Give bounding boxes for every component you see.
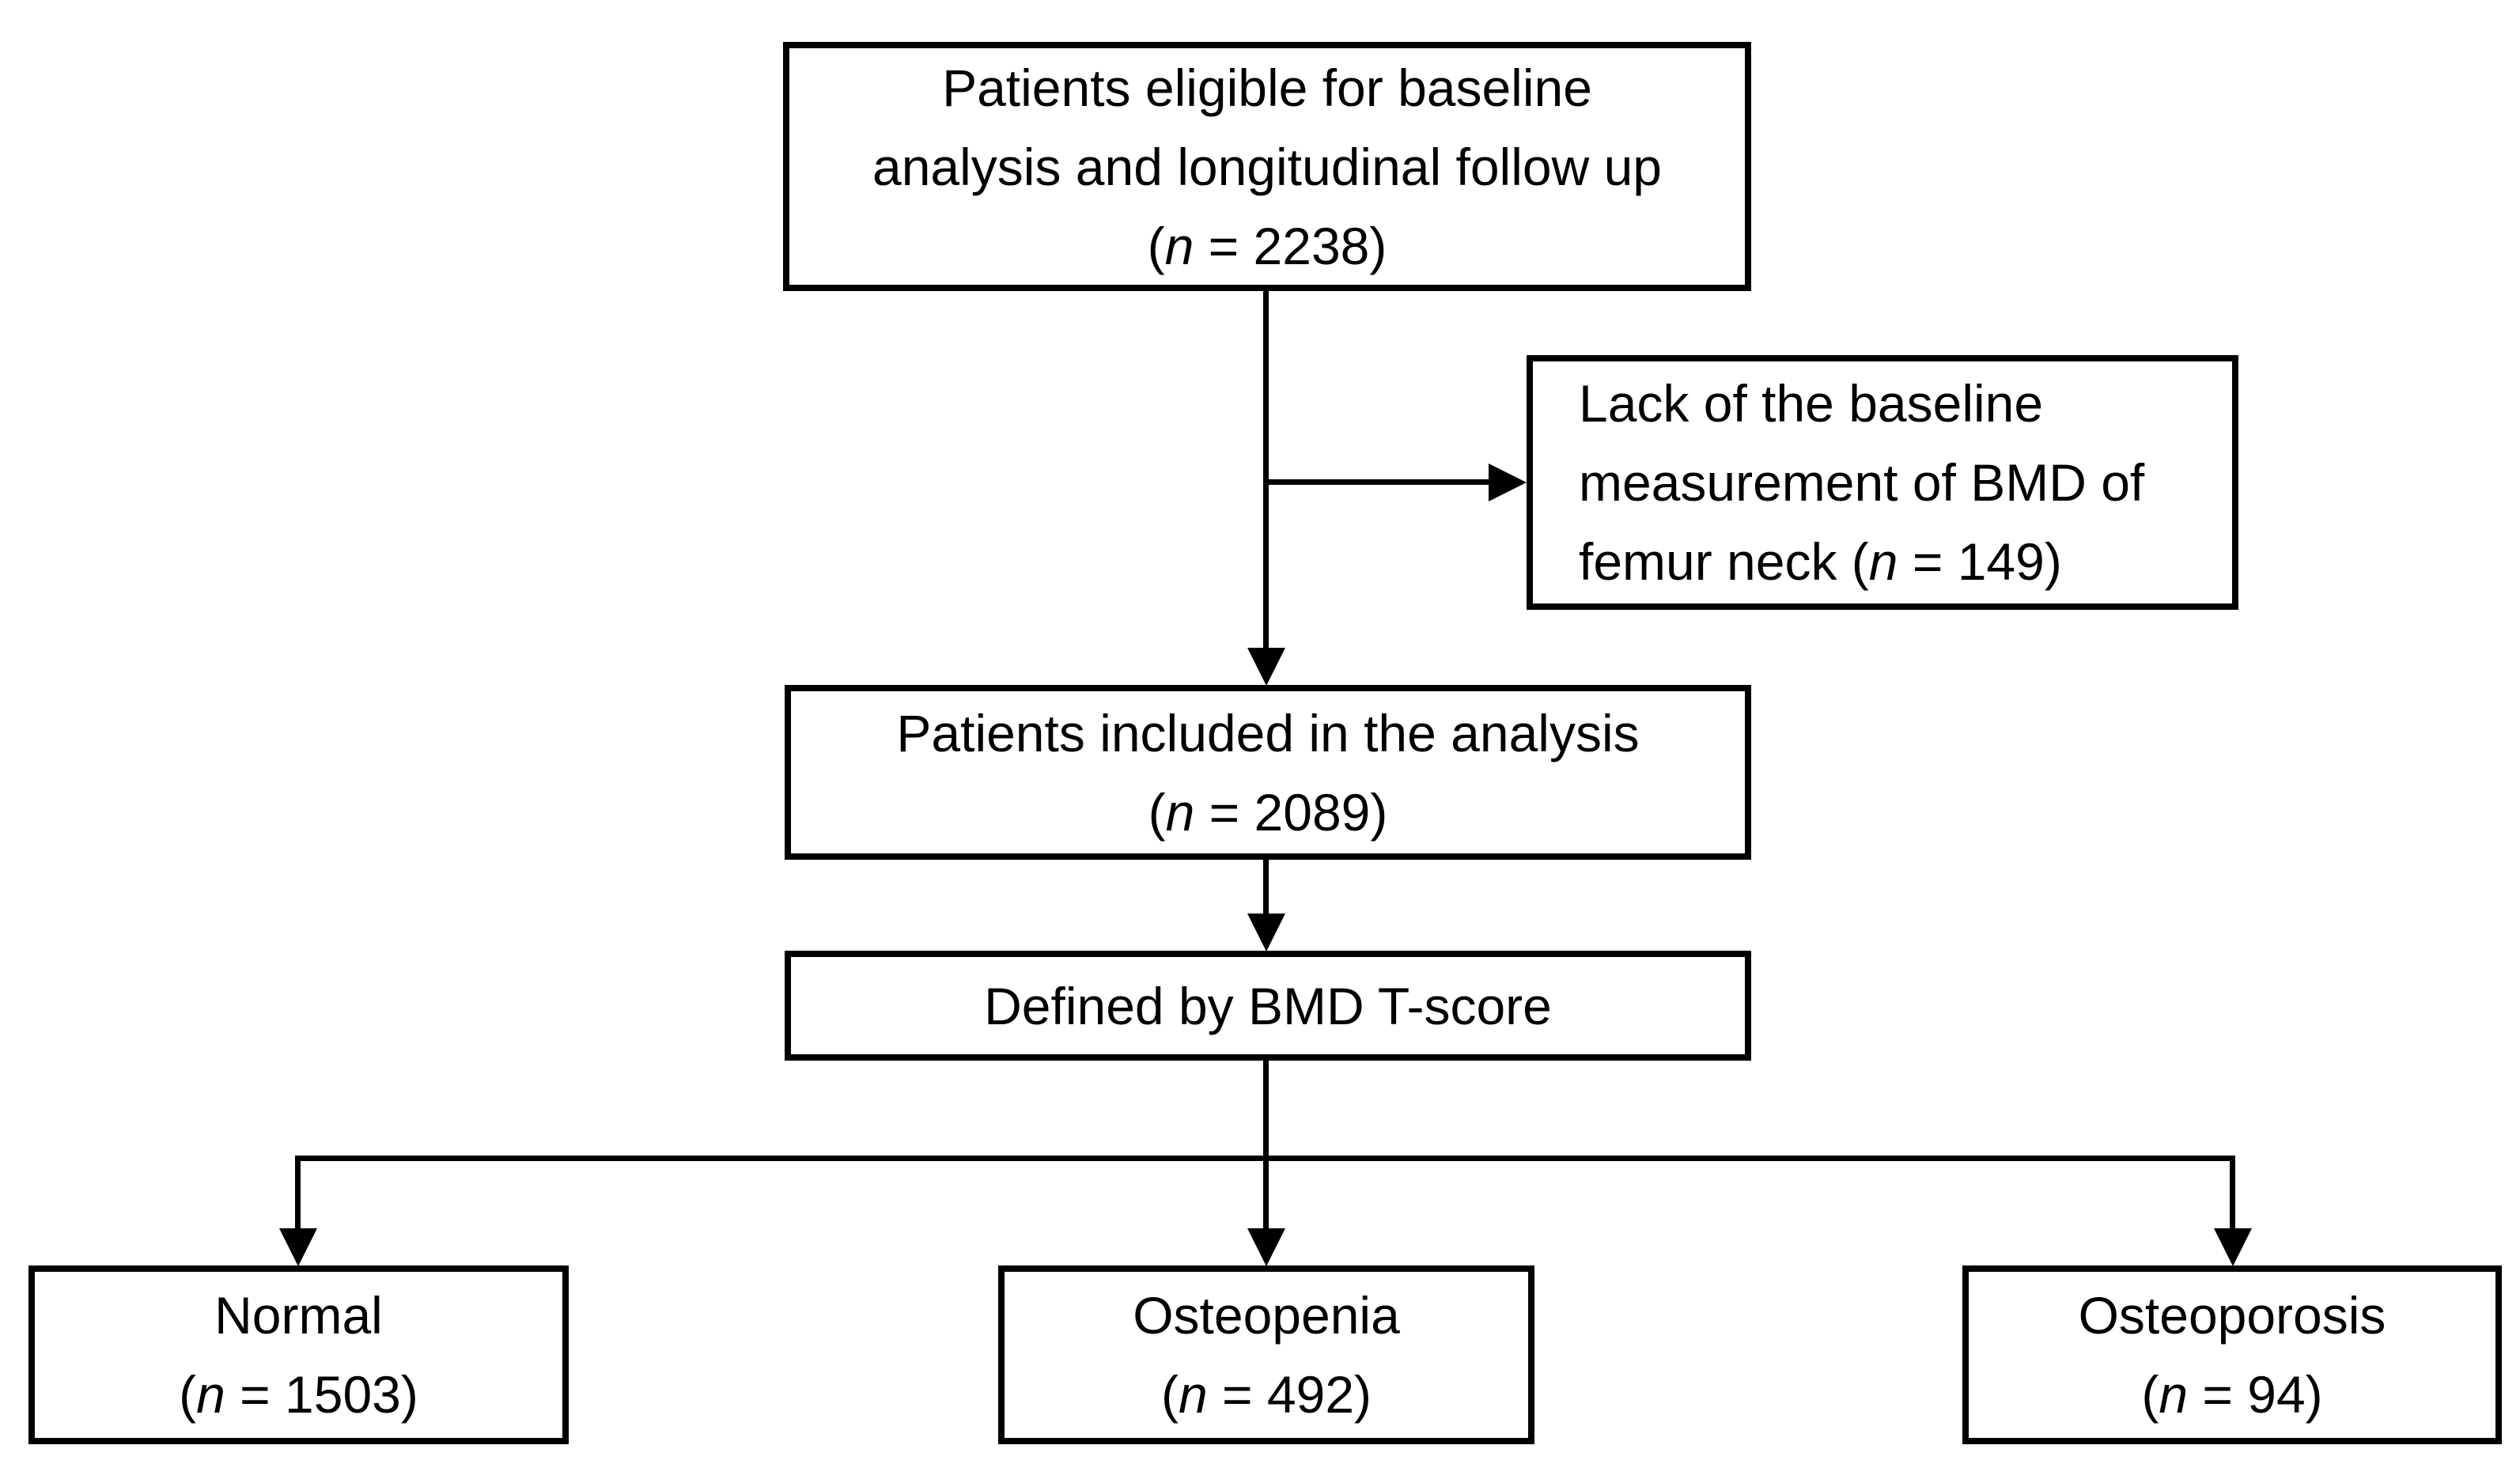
count-n-symbol: n bbox=[1178, 1365, 1208, 1424]
count-close-paren: ) bbox=[400, 1365, 418, 1424]
connector-branch-to-osteopenia bbox=[1263, 1161, 1269, 1229]
count-equals: = bbox=[1898, 532, 1958, 591]
count-close-paren: ) bbox=[2305, 1365, 2323, 1424]
node-excluded-count: femur neck (n = 149) bbox=[1579, 522, 2224, 601]
node-included-patients: Patients included in the analysis (n = 2… bbox=[785, 685, 1751, 860]
node-defined-by-tscore: Defined by BMD T-score bbox=[785, 951, 1751, 1061]
arrowhead-down-icon bbox=[2214, 1228, 2252, 1266]
count-n-symbol: n bbox=[1165, 782, 1195, 842]
branch-horizontal-line bbox=[295, 1156, 2235, 1161]
arrowhead-down-icon bbox=[1247, 914, 1285, 951]
count-open-paren: ( bbox=[2141, 1365, 2159, 1424]
count-value: 2238 bbox=[1253, 216, 1370, 275]
arrowhead-down-icon bbox=[1247, 648, 1285, 686]
count-n-symbol: n bbox=[2159, 1365, 2189, 1424]
node-normal-group: Normal (n = 1503) bbox=[28, 1265, 569, 1444]
connector-branch-to-normal bbox=[295, 1156, 301, 1229]
connector-eligible-to-included bbox=[1263, 290, 1269, 651]
count-equals: = bbox=[1194, 216, 1254, 275]
node-osteoporosis-group: Osteoporosis (n = 94) bbox=[1962, 1265, 2502, 1444]
node-excluded-line2: measurement of BMD of bbox=[1579, 453, 2145, 512]
node-osteopenia-group: Osteopenia (n = 492) bbox=[998, 1265, 1534, 1444]
node-excluded-lack-of-bmd: Lack of the baseline measurement of BMD … bbox=[1527, 355, 2238, 610]
count-text-prefix: femur neck ( bbox=[1579, 532, 1869, 591]
count-n-symbol: n bbox=[1164, 216, 1194, 275]
node-excluded-line1: Lack of the baseline bbox=[1579, 374, 2044, 433]
node-osteopenia-count: (n = 492) bbox=[1005, 1355, 1528, 1434]
arrowhead-down-icon bbox=[279, 1228, 317, 1266]
connector-branch-to-osteoporosis bbox=[2230, 1156, 2235, 1229]
node-tscore-line1: Defined by BMD T-score bbox=[984, 976, 1552, 1035]
count-value: 149 bbox=[1957, 532, 2045, 591]
count-value: 1503 bbox=[285, 1365, 401, 1424]
count-n-symbol: n bbox=[1868, 532, 1898, 591]
count-equals: = bbox=[1194, 782, 1254, 842]
count-open-paren: ( bbox=[1148, 782, 1166, 842]
node-included-count: (n = 2089) bbox=[791, 773, 1745, 852]
node-normal-count: (n = 1503) bbox=[35, 1355, 562, 1434]
node-eligible-patients: Patients eligible for baseline analysis … bbox=[783, 42, 1751, 291]
count-open-paren: ( bbox=[1147, 216, 1165, 275]
node-osteoporosis-count: (n = 94) bbox=[1969, 1355, 2495, 1434]
node-normal-line1: Normal bbox=[214, 1286, 383, 1345]
count-equals: = bbox=[2188, 1365, 2248, 1424]
count-close-paren: ) bbox=[2044, 532, 2062, 591]
count-value: 94 bbox=[2247, 1365, 2306, 1424]
count-close-paren: ) bbox=[1354, 1365, 1372, 1424]
node-eligible-line1: Patients eligible for baseline bbox=[942, 58, 1592, 117]
node-eligible-line2: analysis and longitudinal follow up bbox=[872, 137, 1662, 196]
node-eligible-count: (n = 2238) bbox=[789, 206, 1745, 286]
count-value: 2089 bbox=[1254, 782, 1371, 842]
count-close-paren: ) bbox=[1370, 782, 1388, 842]
node-included-line1: Patients included in the analysis bbox=[896, 703, 1640, 762]
count-n-symbol: n bbox=[196, 1365, 225, 1424]
count-equals: = bbox=[1207, 1365, 1267, 1424]
count-value: 492 bbox=[1266, 1365, 1355, 1424]
node-osteoporosis-line1: Osteoporosis bbox=[2078, 1286, 2386, 1345]
count-equals: = bbox=[225, 1365, 286, 1424]
count-open-paren: ( bbox=[179, 1365, 197, 1424]
node-osteopenia-line1: Osteopenia bbox=[1133, 1286, 1400, 1345]
arrowhead-right-icon bbox=[1489, 463, 1527, 501]
connector-tscore-to-branch bbox=[1263, 1061, 1269, 1161]
connector-included-to-tscore bbox=[1263, 860, 1269, 915]
arrowhead-down-icon bbox=[1247, 1228, 1285, 1266]
count-close-paren: ) bbox=[1369, 216, 1387, 275]
connector-to-excluded bbox=[1266, 479, 1492, 485]
count-open-paren: ( bbox=[1160, 1365, 1179, 1424]
